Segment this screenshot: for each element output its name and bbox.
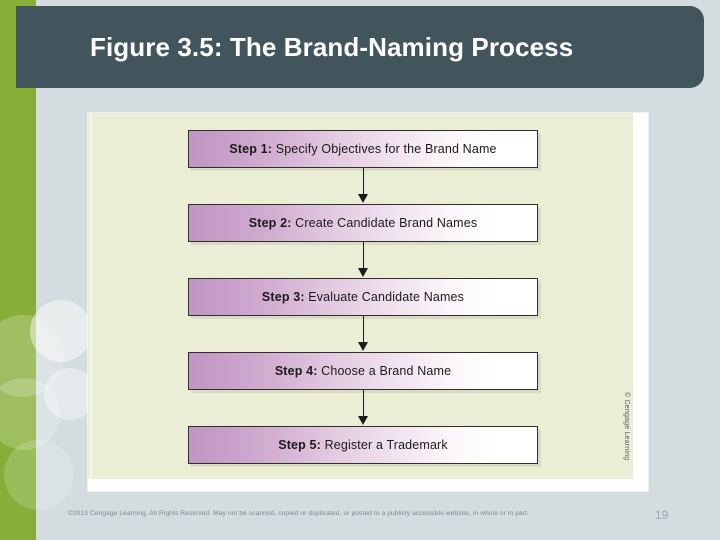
step-text: Evaluate Candidate Names xyxy=(308,290,465,304)
step-box: Step 4: Choose a Brand Name xyxy=(188,352,538,390)
flow-step-4: Step 4: Choose a Brand Name xyxy=(188,352,538,390)
step-number: Step 2: xyxy=(248,216,292,230)
step-box: Step 5: Register a Trademark xyxy=(188,426,538,464)
step-number: Step 5: xyxy=(278,438,321,452)
step-box: Step 2: Create Candidate Brand Names xyxy=(188,204,538,242)
step-text: Register a Trademark xyxy=(324,438,448,452)
decorative-circle xyxy=(30,300,92,362)
arrow-line xyxy=(363,390,365,418)
figure-edge-highlight xyxy=(90,113,92,479)
figure-credit: © Cengage Learning xyxy=(623,392,630,461)
step-number: Step 3: xyxy=(261,290,305,304)
step-box: Step 1: Specify Objectives for the Brand… xyxy=(188,130,538,168)
flow-step-3: Step 3: Evaluate Candidate Names xyxy=(188,278,538,316)
arrow-head-icon xyxy=(358,194,368,203)
step-text: Create Candidate Brand Names xyxy=(295,216,478,230)
flow-arrow-1-2 xyxy=(188,168,538,204)
page-number: 19 xyxy=(655,508,669,522)
arrow-head-icon xyxy=(358,268,368,277)
flow-arrow-2-3 xyxy=(188,242,538,278)
brand-naming-flowchart: Step 1: Specify Objectives for the Brand… xyxy=(188,130,538,464)
flow-step-5: Step 5: Register a Trademark xyxy=(188,426,538,464)
flow-step-2: Step 2: Create Candidate Brand Names xyxy=(188,204,538,242)
title-bar: Figure 3.5: The Brand-Naming Process xyxy=(16,6,704,88)
step-box: Step 3: Evaluate Candidate Names xyxy=(188,278,538,316)
flow-arrow-3-4 xyxy=(188,316,538,352)
step-label: Step 4: Choose a Brand Name xyxy=(275,364,451,378)
step-label: Step 3: Evaluate Candidate Names xyxy=(262,290,464,304)
flow-step-1: Step 1: Specify Objectives for the Brand… xyxy=(188,130,538,168)
step-label: Step 1: Specify Objectives for the Brand… xyxy=(229,142,496,156)
flow-arrow-4-5 xyxy=(188,390,538,426)
step-text: Specify Objectives for the Brand Name xyxy=(275,142,497,156)
arrow-line xyxy=(363,168,365,196)
step-number: Step 4: xyxy=(274,364,318,378)
left-accent-bar xyxy=(0,0,36,540)
step-text: Choose a Brand Name xyxy=(321,364,452,378)
step-label: Step 2: Create Candidate Brand Names xyxy=(249,216,477,230)
page-title: Figure 3.5: The Brand-Naming Process xyxy=(90,31,574,62)
arrow-line xyxy=(363,316,365,344)
arrow-head-icon xyxy=(358,342,368,351)
arrow-line xyxy=(363,242,365,270)
arrow-head-icon xyxy=(358,416,368,425)
figure-canvas: Step 1: Specify Objectives for the Brand… xyxy=(88,113,633,479)
copyright-notice: ©2013 Cengage Learning. All Rights Reser… xyxy=(68,510,530,517)
figure-panel: Step 1: Specify Objectives for the Brand… xyxy=(88,113,648,491)
step-label: Step 5: Register a Trademark xyxy=(278,438,448,452)
step-number: Step 1: xyxy=(229,142,273,156)
